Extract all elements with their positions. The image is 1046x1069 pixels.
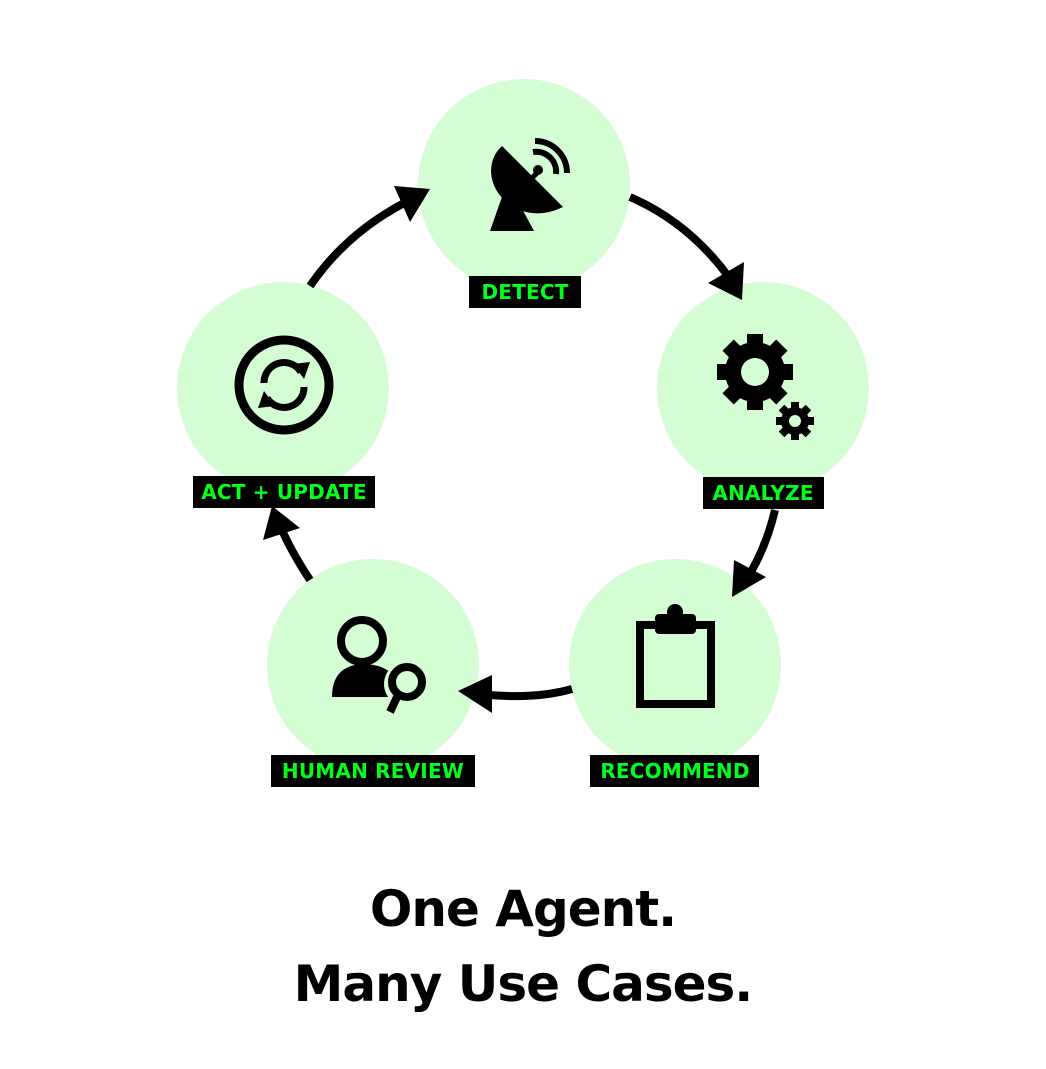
step-label-analyze: ANALYZE: [703, 477, 824, 509]
step-label-act-update-text: ACT + UPDATE: [201, 480, 367, 504]
step-label-human-review-text: HUMAN REVIEW: [282, 759, 464, 783]
arrow-detect-to-analyze: [628, 193, 744, 300]
step-label-analyze-text: ANALYZE: [712, 481, 813, 505]
recommend-circle: [569, 559, 781, 771]
arrow-act-update-to-detect: [306, 186, 430, 289]
step-label-human-review: HUMAN REVIEW: [271, 755, 475, 787]
step-label-detect: DETECT: [469, 276, 581, 308]
gears-icon: [717, 334, 814, 440]
step-label-act-update: ACT + UPDATE: [193, 476, 375, 508]
refresh-icon: [234, 335, 334, 435]
step-label-detect-text: DETECT: [481, 280, 568, 304]
arrow-recommend-to-human-review: [458, 675, 574, 713]
arrow-human-review-to-act-update: [263, 506, 314, 583]
satellite-dish-icon: [490, 138, 570, 231]
tagline-line-1: One Agent.: [369, 880, 677, 938]
step-label-recommend-text: RECOMMEND: [600, 759, 749, 783]
arrow-analyze-to-recommend: [732, 509, 779, 597]
person-search-icon: [332, 616, 430, 714]
step-label-recommend: RECOMMEND: [590, 755, 759, 787]
clipboard-icon: [636, 604, 715, 708]
tagline-line-2: Many Use Cases.: [293, 955, 754, 1013]
act-update-circle: [177, 282, 389, 494]
